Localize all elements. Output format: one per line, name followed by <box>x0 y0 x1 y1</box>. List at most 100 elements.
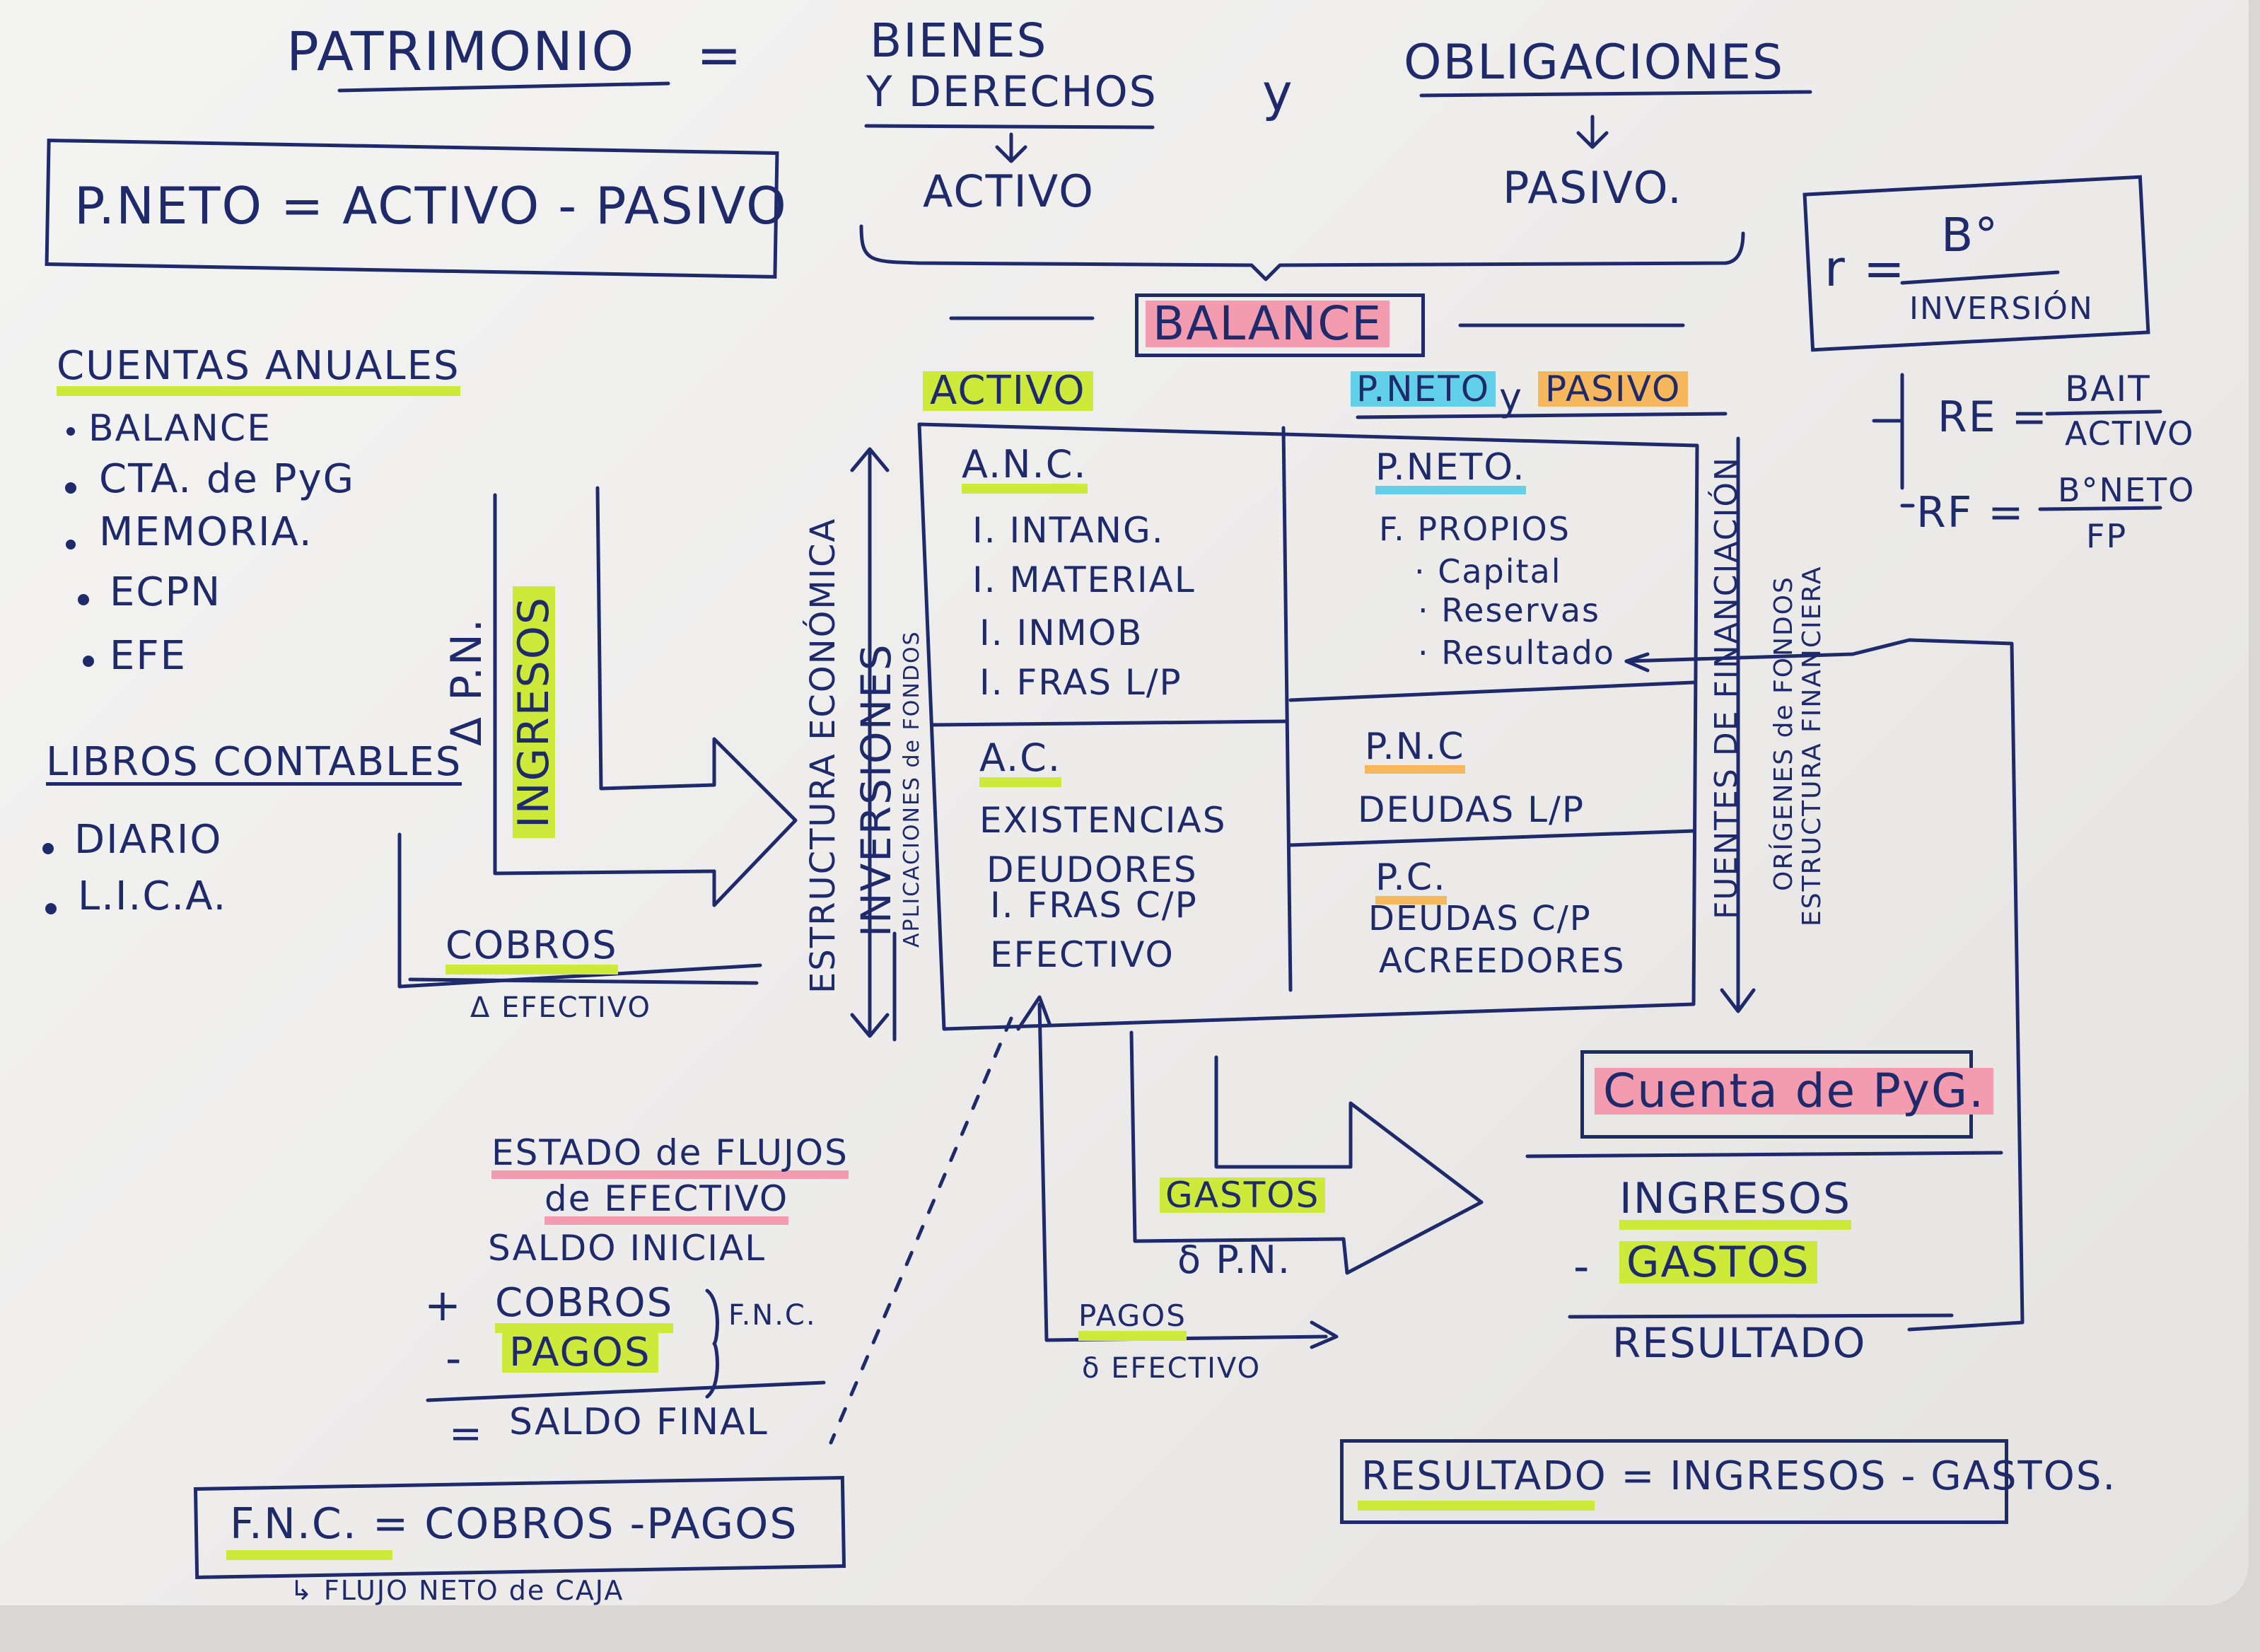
pyg-top-line <box>1525 1151 2003 1158</box>
balance-left-hline <box>931 719 1289 727</box>
efe-fnc: F.N.C. <box>728 1299 817 1332</box>
pc-item-1: DEUDAS C/P <box>1368 899 1592 938</box>
anc-title: A.N.C. <box>962 446 1088 494</box>
rf-denominator: FP <box>2086 517 2128 555</box>
left-axis-arrow <box>850 447 890 1038</box>
libros-item-1: DIARIO <box>74 817 223 863</box>
cuentas-item-5: EFE <box>110 633 187 679</box>
ac-item-4: EFECTIVO <box>990 934 1175 975</box>
activo-header-label: ACTIVO <box>923 165 1095 217</box>
balance-title: BALANCE <box>1146 301 1390 347</box>
balance-right-hline1 <box>1288 680 1696 702</box>
cuentas-item-2: CTA. de PyG <box>99 456 355 502</box>
cuentas-item-3: MEMORIA. <box>99 509 313 555</box>
pn-item-1: · Capital <box>1414 552 1562 591</box>
balance-title-box <box>1135 293 1425 357</box>
dashed-diagonal <box>829 1016 1013 1445</box>
pn-subtitle: F. PROPIOS <box>1379 510 1571 548</box>
re-denominator: ACTIVO <box>2065 414 2195 453</box>
ac-item-3: I. FRAS C/P <box>990 885 1198 926</box>
left-big-arrow <box>712 737 798 907</box>
estructura-economica-label: ESTRUCTURA ECONÓMICA <box>803 517 843 994</box>
pyg-ingresos: INGRESOS <box>1619 1177 1852 1230</box>
rf-label: RF = <box>1916 488 2025 537</box>
pyg-gastos: GASTOS <box>1619 1241 1817 1284</box>
balance-y-label: y <box>1499 375 1523 419</box>
anc-item-3: I. INMOB <box>979 612 1143 653</box>
mid-l-outer <box>1129 1030 1346 1243</box>
sefectivo-label: δ EFECTIVO <box>1082 1352 1262 1385</box>
libros-title: LIBROS CONTABLES <box>46 739 462 786</box>
efe-brace <box>705 1289 719 1399</box>
patrimonio-equals: = <box>697 23 743 86</box>
pyg-minus: - <box>1573 1240 1591 1292</box>
ac-item-2: DEUDORES <box>986 849 1198 890</box>
rf-numerator: B°NETO <box>2058 471 2196 509</box>
pn-item-3: · Resultado <box>1418 634 1615 672</box>
pc-item-2: ACREEDORES <box>1379 941 1626 981</box>
apn-label: Δ P.N. <box>442 617 491 746</box>
fnc-note: ↳ FLUJO NETO de CAJA <box>290 1575 624 1606</box>
resultado-highlight <box>1358 1501 1595 1511</box>
ac-item-1: EXISTENCIAS <box>979 800 1227 841</box>
fuentes-financiacion-label: FUENTES DE FINANCIACIÓN <box>1708 456 1744 919</box>
efe-plus: + <box>424 1279 462 1331</box>
pagos-middle-label: PAGOS <box>1078 1301 1187 1341</box>
bienes-label: BIENES <box>870 13 1048 68</box>
efectivo-left-label: Δ EFECTIVO <box>470 991 651 1024</box>
efe-minus: - <box>445 1332 463 1384</box>
bienes-underline <box>864 124 1155 129</box>
pyg-result-line <box>1568 1313 1954 1319</box>
patrimonio-underline <box>337 81 670 93</box>
resultado-link <box>1624 638 2025 1332</box>
activo-arrow <box>995 132 1027 163</box>
balance-table-frame <box>917 422 1699 1031</box>
balance-mid-line <box>1281 426 1293 992</box>
pnc-title: P.N.C <box>1365 728 1465 774</box>
mid-l-inner <box>1214 1055 1353 1169</box>
pagos-arrow-line <box>1037 1002 1328 1342</box>
efectivo-up-arrow <box>1016 995 1052 1031</box>
cuentas-anuales-title: CUENTAS ANUALES <box>57 347 460 396</box>
efe-cobros: COBROS <box>495 1284 674 1333</box>
re-numerator: BAIT <box>2065 368 2151 409</box>
fnc-highlight <box>226 1550 392 1560</box>
fnc-formula: F.N.C. = COBROS -PAGOS <box>230 1499 798 1549</box>
pyg-resultado: RESULTADO <box>1612 1319 1867 1367</box>
left-l-inner <box>595 486 716 791</box>
pn-pasivo-underline <box>1356 412 1728 419</box>
gastos-middle-label: GASTOS <box>1160 1177 1326 1213</box>
r-label: r = <box>1824 240 1906 298</box>
efe-title-1: ESTADO de FLUJOS <box>491 1135 849 1179</box>
cuentas-item-4: ECPN <box>110 569 222 615</box>
ac-title: A.C. <box>979 739 1062 787</box>
pasivo-arrow <box>1576 115 1609 149</box>
balance-activo-label: ACTIVO <box>923 371 1093 411</box>
pneto-formula: P.NETO = ACTIVO - PASIVO <box>74 176 788 235</box>
efe-title-2: de EFECTIVO <box>544 1181 789 1225</box>
balance-pneto-label: P.NETO <box>1351 371 1496 407</box>
efe-sum-line <box>426 1380 826 1402</box>
anc-item-4: I. FRAS L/P <box>979 662 1182 703</box>
efe-pagos: PAGOS <box>502 1333 658 1373</box>
balance-brace <box>859 224 1745 281</box>
patrimonio-label: PATRIMONIO <box>286 20 636 83</box>
efe-saldo-final: SALDO FINAL <box>509 1401 769 1443</box>
estructura-financiera-label: ESTRUCTURA FINANCIERA <box>1798 565 1827 926</box>
left-axis-2 <box>408 977 759 985</box>
libros-item-2: L.I.C.A. <box>78 873 228 919</box>
ingresos-vertical-label: INGRESOS <box>509 586 559 838</box>
balance-pasivo-label: PASIVO <box>1538 371 1689 407</box>
right-axis-arrow <box>1720 436 1756 1013</box>
anc-item-2: I. MATERIAL <box>972 559 1196 600</box>
balance-right-hline2 <box>1288 829 1696 847</box>
obligaciones-label: OBLIGACIONES <box>1404 35 1785 91</box>
left-axis <box>397 832 762 989</box>
cobros-left-label: COBROS <box>445 926 618 975</box>
resultado-formula: RESULTADO = INGRESOS - GASTOS. <box>1361 1453 2117 1499</box>
r-denominator: INVERSIÓN <box>1909 291 2094 327</box>
pyg-title: Cuenta de PyG. <box>1595 1068 1994 1115</box>
resultado-formula-box <box>1340 1439 2008 1524</box>
